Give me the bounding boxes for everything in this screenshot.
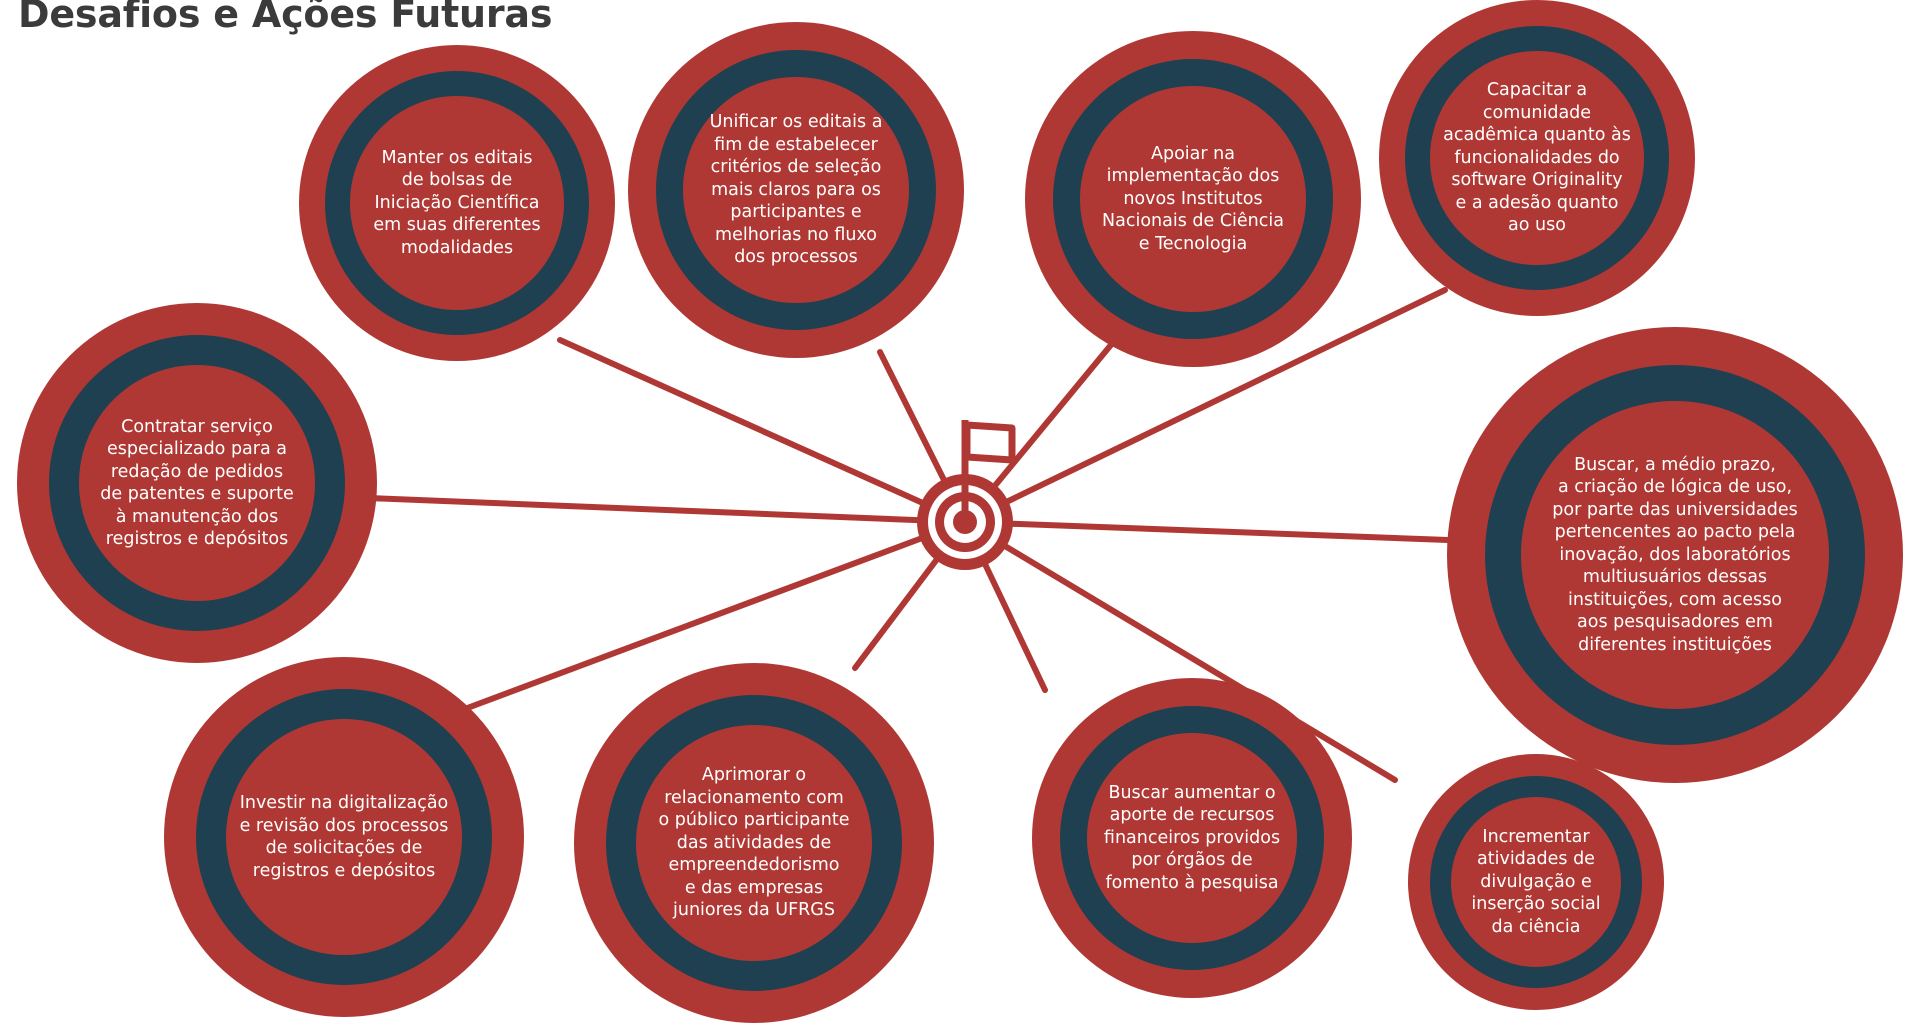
node-core: Manter os editais de bolsas de Iniciação…	[350, 96, 564, 310]
node-incrementar: Incrementar atividades de divulgação e i…	[1408, 754, 1664, 1010]
node-ring: Incrementar atividades de divulgação e i…	[1430, 776, 1642, 988]
node-unificar: Unificar os editais a fim de estabelecer…	[628, 22, 964, 358]
node-ring: Investir na digitalização e revisão dos …	[196, 689, 492, 985]
node-buscar-recursos: Buscar aumentar o aporte de recursos fin…	[1032, 678, 1352, 998]
node-label-apoiar: Apoiar na implementação dos novos Instit…	[1102, 143, 1284, 254]
node-core: Investir na digitalização e revisão dos …	[226, 719, 462, 955]
node-contratar: Contratar serviço especializado para a r…	[17, 303, 377, 663]
node-core: Buscar, a médio prazo, a criação de lógi…	[1521, 401, 1829, 709]
connector-investir	[459, 519, 968, 713]
connector-capacitar	[962, 287, 1448, 525]
node-core: Unificar os editais a fim de estabelecer…	[683, 77, 909, 303]
node-apoiar: Apoiar na implementação dos novos Instit…	[1025, 31, 1361, 367]
node-label-buscar-logica: Buscar, a médio prazo, a criação de lógi…	[1552, 454, 1798, 655]
node-label-contratar: Contratar serviço especializado para a r…	[100, 416, 294, 550]
node-ring: Aprimorar o relacionamento com o público…	[606, 695, 902, 991]
node-label-capacitar: Capacitar a comunidade acadêmica quanto …	[1443, 80, 1631, 236]
page-title: Desafios e Ações Futuras	[18, 0, 553, 36]
node-core: Incrementar atividades de divulgação e i…	[1451, 797, 1621, 967]
connector-buscar-logica	[962, 519, 1451, 543]
node-ring: Buscar aumentar o aporte de recursos fin…	[1060, 706, 1324, 970]
node-core: Contratar serviço especializado para a r…	[79, 365, 315, 601]
connector-contratar	[365, 495, 968, 525]
node-label-investir: Investir na digitalização e revisão dos …	[239, 793, 449, 881]
node-core: Apoiar na implementação dos novos Instit…	[1080, 86, 1306, 312]
node-ring: Contratar serviço especializado para a r…	[49, 335, 345, 631]
connector-manter	[557, 337, 968, 525]
node-label-manter: Manter os editais de bolsas de Iniciação…	[373, 147, 541, 258]
node-ring: Buscar, a médio prazo, a criação de lógi…	[1485, 365, 1865, 745]
node-core: Capacitar a comunidade acadêmica quanto …	[1430, 51, 1644, 265]
node-aprimorar: Aprimorar o relacionamento com o público…	[574, 663, 934, 1023]
node-core: Aprimorar o relacionamento com o público…	[636, 725, 872, 961]
node-investir: Investir na digitalização e revisão dos …	[164, 657, 524, 1017]
node-core: Buscar aumentar o aporte de recursos fin…	[1087, 733, 1297, 943]
node-label-buscar-recursos: Buscar aumentar o aporte de recursos fin…	[1103, 782, 1281, 893]
target-flag-icon	[917, 420, 1016, 570]
connector-incrementar	[962, 519, 1398, 783]
node-ring: Unificar os editais a fim de estabelecer…	[656, 50, 936, 330]
node-label-incrementar: Incrementar atividades de divulgação e i…	[1471, 826, 1601, 937]
node-ring: Capacitar a comunidade acadêmica quanto …	[1405, 26, 1669, 290]
node-label-unificar: Unificar os editais a fim de estabelecer…	[709, 112, 883, 268]
node-label-aprimorar: Aprimorar o relacionamento com o público…	[658, 765, 850, 921]
node-buscar-logica: Buscar, a médio prazo, a criação de lógi…	[1447, 327, 1903, 783]
node-ring: Manter os editais de bolsas de Iniciação…	[325, 71, 589, 335]
node-manter: Manter os editais de bolsas de Iniciação…	[299, 45, 615, 361]
node-ring: Apoiar na implementação dos novos Instit…	[1053, 59, 1333, 339]
node-capacitar: Capacitar a comunidade acadêmica quanto …	[1379, 0, 1695, 316]
